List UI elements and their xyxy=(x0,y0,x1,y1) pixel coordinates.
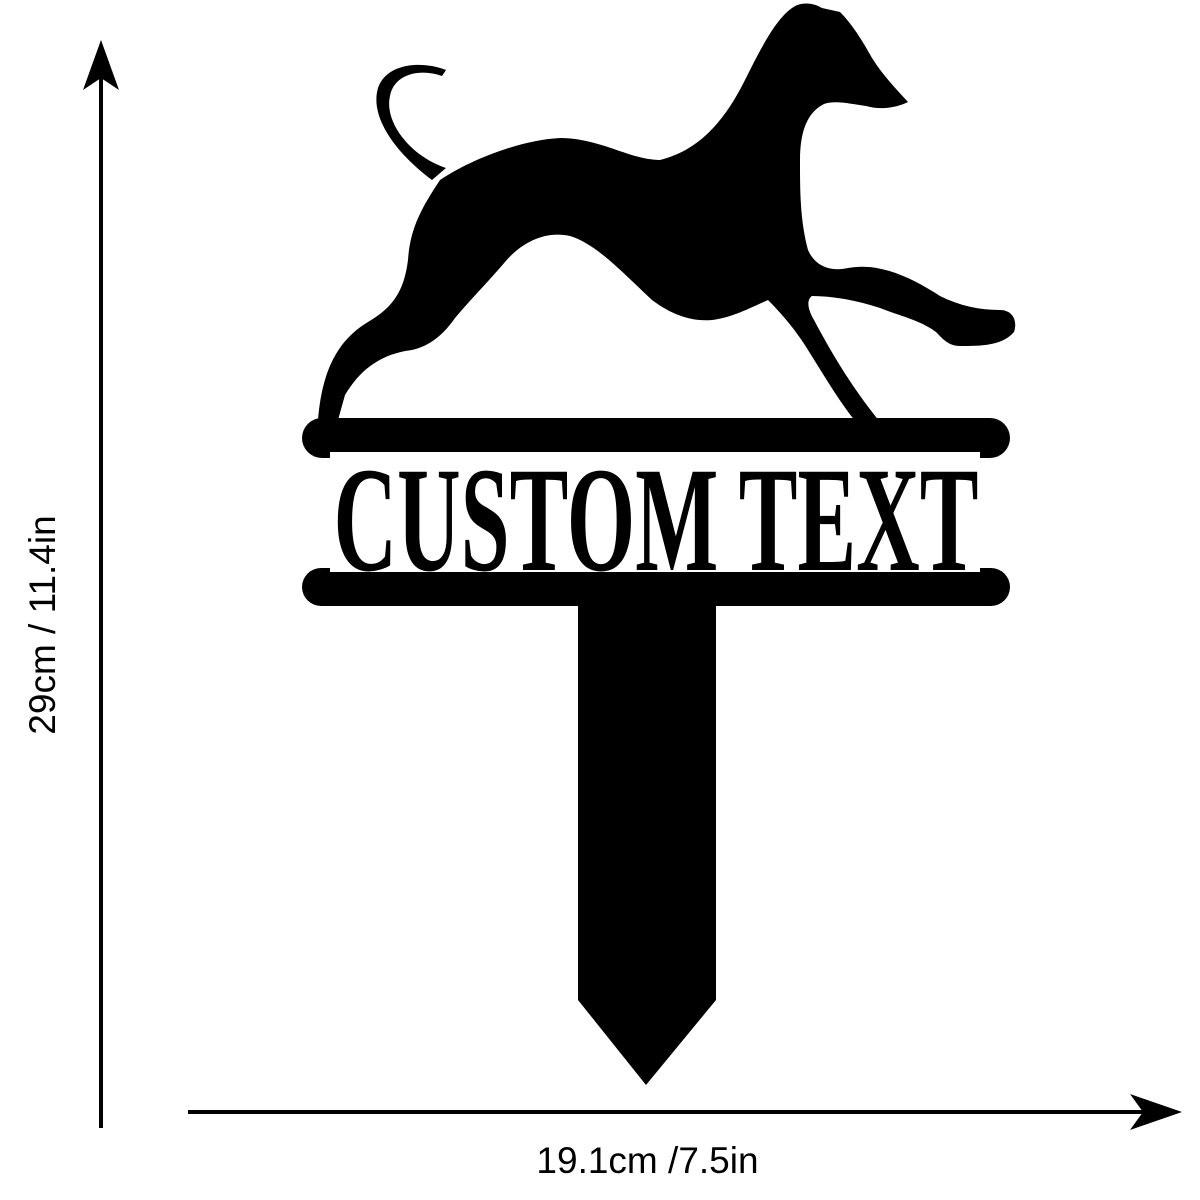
height-dimension-label: 29cm / 11.4in xyxy=(22,515,63,735)
dog-silhouette-icon xyxy=(318,3,1016,422)
arrow-right-icon xyxy=(188,1094,1182,1130)
arrow-up-icon xyxy=(83,40,119,1128)
stake xyxy=(578,604,716,1085)
width-dimension-label: 19.1cm /7.5in xyxy=(536,1140,759,1181)
custom-text-label: CUSTOM TEXT xyxy=(334,437,979,603)
top-rail xyxy=(302,418,1010,458)
bottom-rail xyxy=(302,568,1010,606)
